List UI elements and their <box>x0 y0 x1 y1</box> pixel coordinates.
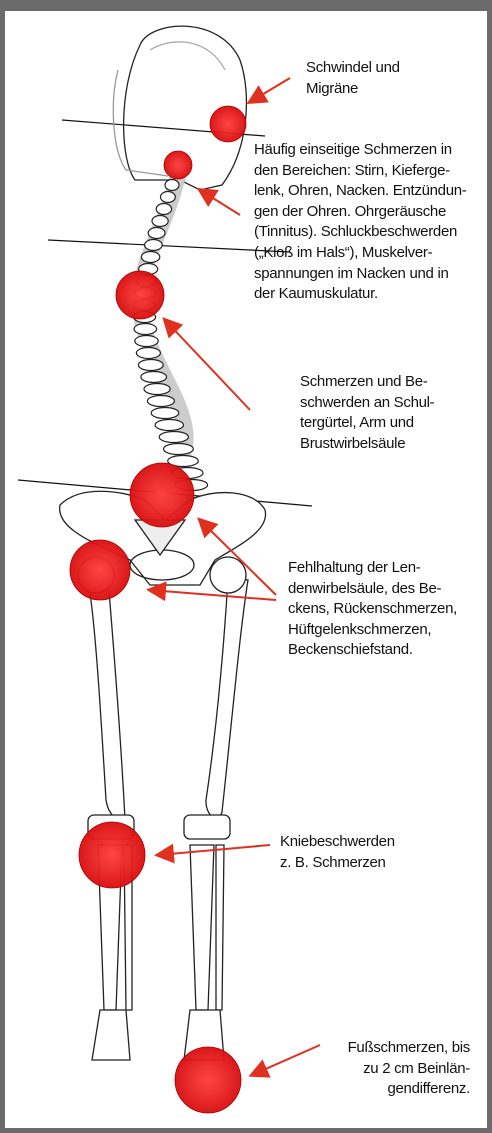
annotation-shoulder: Schmerzen und Be-schwerden an Schul- ter… <box>300 372 434 454</box>
marker-neck <box>164 151 192 179</box>
vertebra <box>155 420 183 431</box>
vertebra <box>141 252 159 263</box>
marker-head <box>210 106 246 142</box>
spine <box>134 175 208 500</box>
arrow-foot <box>252 1045 320 1075</box>
marker-shoulder <box>116 271 164 319</box>
arrow-head <box>250 78 290 102</box>
vertebra <box>159 432 188 443</box>
vertebra <box>134 324 157 335</box>
marker-hip <box>70 540 130 600</box>
vertebra <box>141 372 167 383</box>
arrow-hip <box>150 590 276 600</box>
vertebra <box>148 228 165 239</box>
vertebra <box>152 216 168 227</box>
vertebra <box>164 444 194 455</box>
vertebra <box>144 384 170 395</box>
vertebra <box>161 192 176 203</box>
marker-foot <box>175 1047 241 1113</box>
marker-knee <box>79 822 145 888</box>
vertebra <box>135 336 158 347</box>
vertebra <box>138 360 163 371</box>
vertebra <box>165 180 179 191</box>
vertebra <box>136 348 160 359</box>
marker-lumbar <box>130 463 194 527</box>
vertebra <box>156 204 171 215</box>
vertebra <box>147 396 174 407</box>
vertebra <box>145 240 163 251</box>
annotation-pelvis: Fehlhaltung der Len-denwirbelsäule, des … <box>288 558 457 661</box>
arrow-neck <box>200 190 240 215</box>
vertebra <box>151 408 179 419</box>
